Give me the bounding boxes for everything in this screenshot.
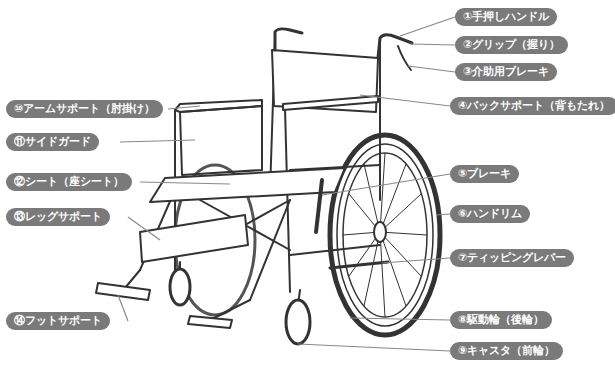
arm-supports-part	[283, 96, 378, 110]
leader-lines-part	[350, 318, 450, 320]
rear-wheel-part	[380, 194, 421, 232]
push-handles-part	[378, 35, 412, 58]
brake	[316, 180, 322, 232]
brake-part	[316, 180, 322, 232]
part-name: ⑩アームサポート（肘掛け）	[14, 100, 155, 118]
callout-label: ⑥ハンドリム	[450, 205, 530, 223]
push-handles	[275, 29, 412, 70]
rear-wheel-part	[380, 232, 427, 235]
part-name: ⑨キャスタ（前輪）	[458, 342, 555, 360]
rear-wheel-part	[380, 232, 385, 317]
part-name: ④バックサポート（背もたれ）	[458, 97, 610, 115]
leader-lines-part	[118, 295, 128, 321]
part-name: ⑤ブレーキ	[458, 165, 511, 183]
leader-lines-part	[408, 66, 455, 72]
seat-part	[150, 168, 345, 202]
leader-lines-part	[128, 217, 160, 240]
leader-lines-part	[360, 95, 450, 106]
leader-lines-part	[382, 258, 450, 263]
wheelchair-frame-part	[290, 245, 380, 255]
rear-wheel-part	[380, 232, 421, 276]
foot-supports	[96, 283, 232, 328]
part-name: ⑭フットサポート	[14, 312, 102, 330]
casters-part	[286, 300, 310, 344]
push-handles-part	[275, 29, 302, 50]
callout-label: ⑫シート（座シート）	[6, 173, 132, 191]
leg-support-part	[140, 215, 248, 262]
back-support	[272, 50, 378, 112]
callout-label: ⑧駆動輪（後輪）	[450, 311, 552, 329]
leader-lines-part	[168, 106, 200, 109]
callout-label: ⑤ブレーキ	[450, 165, 519, 183]
wheelchair-frame-part	[250, 200, 290, 300]
part-name: ②グリップ（握り）	[463, 36, 560, 54]
part-name: ⑥ハンドリム	[458, 205, 522, 223]
leader-lines-part	[410, 44, 455, 45]
wheelchair-frame-part	[210, 300, 250, 320]
callout-label: ⑦ティッピングレバー	[450, 249, 574, 267]
wheelchair-frame-part	[125, 270, 140, 288]
foot-supports-part	[188, 316, 232, 328]
callout-label: ⑩アームサポート（肘掛け）	[6, 100, 163, 118]
rear-wheel	[330, 135, 440, 335]
arm-supports	[175, 96, 378, 175]
rear-wheel-part	[330, 135, 440, 335]
part-name: ⑪サイドガード	[14, 133, 91, 151]
rear-wheel-part	[343, 153, 427, 317]
callout-label: ③介助用ブレーキ	[455, 63, 557, 81]
callout-label: ⑬レッグサポート	[6, 208, 110, 226]
leg-support	[140, 215, 248, 262]
casters-part	[170, 269, 190, 305]
leader-lines-part	[298, 344, 450, 351]
casters	[170, 269, 310, 344]
foot-supports-part	[96, 283, 150, 300]
part-name: ⑫シート（座シート）	[14, 173, 124, 191]
part-name: ⑬レッグサポート	[14, 208, 102, 226]
callout-label: ⑭フットサポート	[6, 312, 110, 330]
wheelchair-frame-part	[379, 45, 381, 200]
leader-lines-part	[400, 17, 455, 36]
part-name: ①手押しハンドル	[463, 8, 549, 26]
callout-label: ②グリップ（握り）	[455, 36, 568, 54]
leader-lines-part	[322, 174, 450, 195]
leader-lines	[118, 17, 455, 351]
part-name: ③介助用ブレーキ	[463, 63, 549, 81]
part-name: ⑧駆動輪（後輪）	[458, 311, 544, 329]
seat	[150, 168, 345, 202]
rear-wheel-part	[337, 144, 433, 326]
callout-label: ⑪サイドガード	[6, 133, 99, 151]
rear-wheel-part	[380, 164, 406, 232]
leader-lines-part	[140, 182, 230, 184]
leader-lines-part	[436, 214, 450, 215]
callout-label: ①手押しハンドル	[455, 8, 557, 26]
callout-label: ⑨キャスタ（前輪）	[450, 342, 563, 360]
back-support-part	[272, 50, 378, 112]
leader-lines-part	[120, 140, 195, 142]
callout-label: ④バックサポート（背もたれ）	[450, 97, 615, 115]
part-name: ⑦ティッピングレバー	[458, 249, 566, 267]
rear-wheel-part	[374, 222, 386, 242]
